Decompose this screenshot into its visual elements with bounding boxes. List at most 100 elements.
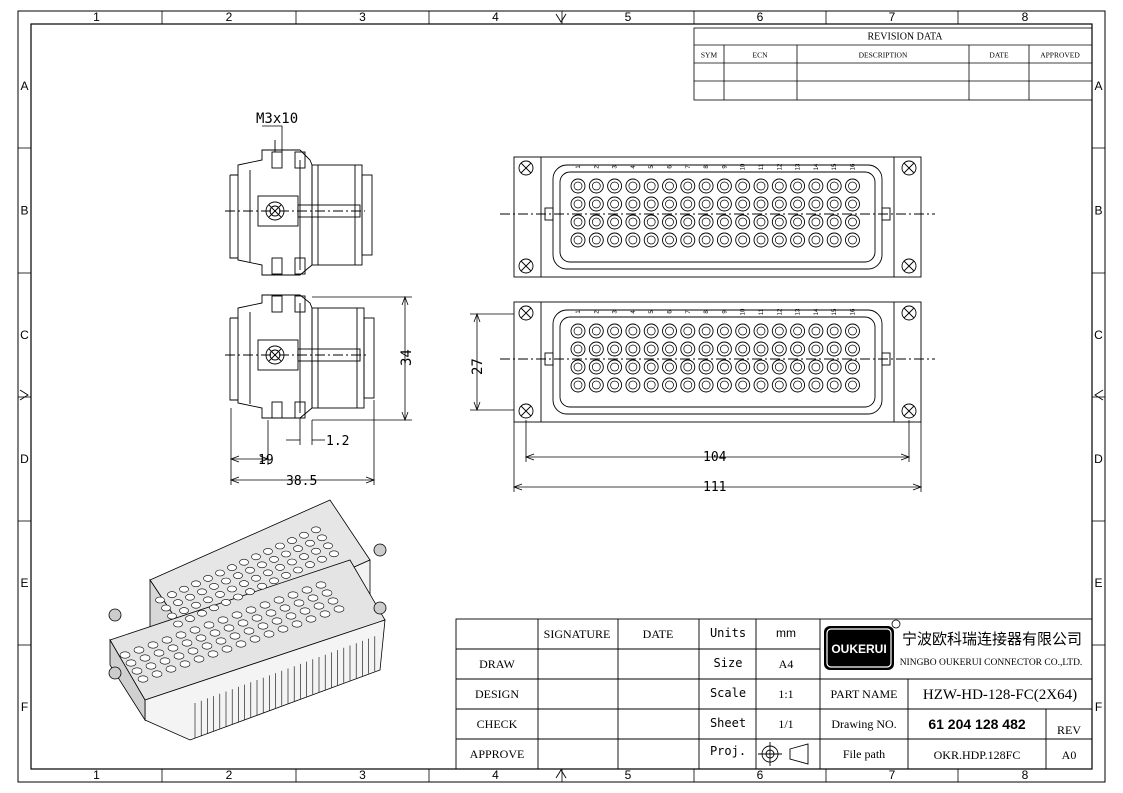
iso-contact [275, 564, 285, 571]
contact-pin [720, 235, 729, 245]
column-zone-label: 8 [1022, 10, 1029, 24]
iso-contact [131, 667, 143, 675]
iso-contact [239, 580, 249, 587]
contact-cavity [643, 178, 659, 194]
dim-depth-38-5: 38.5 [286, 474, 317, 489]
column-zone-label: 7 [889, 768, 896, 782]
pin-number: 7 [686, 310, 692, 314]
iso-contact [279, 604, 291, 612]
iso-contact [173, 620, 183, 628]
contact-pin [573, 326, 583, 336]
contact-cavity [735, 232, 751, 248]
iso-contact [173, 652, 185, 660]
drawing-no-value: 61 204 128 482 [928, 716, 1026, 732]
contact-cavity [771, 359, 787, 375]
contact-pin [756, 380, 766, 390]
contact-pin [774, 362, 784, 372]
iso-contact [193, 655, 205, 663]
contact-cavity [808, 196, 824, 212]
screw-leader [262, 125, 283, 152]
contact-pin [848, 181, 857, 191]
contact-cavity [716, 377, 732, 393]
contact-cavity [607, 178, 623, 194]
pin-number: 3 [613, 310, 619, 314]
column-zone-label: 1 [93, 10, 100, 24]
column-zone-label: 6 [757, 768, 764, 782]
contact-pin [701, 380, 711, 390]
contact-pin [793, 326, 802, 336]
iso-contact [249, 635, 261, 643]
contact-pin [848, 380, 857, 390]
pin-number: 6 [668, 310, 674, 314]
pin-number: 11 [759, 308, 765, 315]
iso-contact [257, 622, 269, 630]
contact-cavity [680, 214, 696, 230]
contact-pin [738, 344, 748, 354]
iso-contact [257, 561, 267, 569]
contact-cavity [808, 178, 824, 194]
contact-pin [774, 181, 784, 191]
iso-contact [147, 641, 159, 649]
contact-cavity [753, 232, 769, 248]
contact-pin [591, 344, 601, 354]
contact-cavity [570, 196, 586, 212]
contact-cavity [680, 323, 696, 339]
iso-contact [167, 612, 177, 620]
iso-contact [321, 589, 333, 597]
column-zone-label: 3 [359, 768, 366, 782]
iso-contact [229, 632, 241, 640]
pin-number: 8 [704, 165, 710, 169]
revision-header-sym: SYM [701, 51, 718, 60]
row-zone-label: A [20, 79, 28, 93]
contact-cavity [790, 232, 806, 248]
contact-cavity [698, 341, 714, 357]
contact-cavity [607, 214, 623, 230]
contact-cavity [625, 178, 641, 194]
row-zone-label: E [20, 576, 28, 590]
contact-cavity [735, 359, 751, 375]
contact-pin [683, 380, 693, 390]
contact-pin [774, 235, 784, 245]
column-zone-label: 8 [1022, 768, 1029, 782]
zone-marks [18, 11, 1105, 782]
contact-cavity [588, 359, 604, 375]
contact-cavity [735, 341, 751, 357]
contact-pin [793, 362, 802, 372]
contact-pin [848, 326, 857, 336]
contact-pin [610, 199, 619, 209]
iso-contact [251, 574, 261, 582]
contact-pin [738, 380, 748, 390]
contact-cavity [716, 178, 732, 194]
contact-cavity [607, 323, 623, 339]
contact-cavity [735, 214, 751, 230]
contact-cavity [680, 359, 696, 375]
contact-pin [610, 181, 619, 191]
iso-contact [203, 575, 213, 582]
contact-cavity [753, 214, 769, 230]
iso-contact [287, 591, 299, 599]
iso-contact [161, 604, 171, 612]
contact-cavity [607, 232, 623, 248]
contact-pin [829, 362, 839, 372]
contact-pin [701, 199, 711, 209]
contact-cavity [826, 232, 842, 248]
pin-number: 9 [722, 165, 728, 169]
contact-pin [756, 344, 766, 354]
contact-pin [720, 326, 729, 336]
iso-contact [187, 647, 199, 655]
iso-contact [161, 636, 173, 644]
contact-pin [628, 326, 638, 336]
contact-cavity [698, 196, 714, 212]
iso-contact [269, 577, 279, 585]
contact-cavity [662, 196, 677, 212]
contact-pin [720, 344, 729, 354]
front-dimension-lines [470, 312, 923, 492]
contact-pin [720, 217, 729, 227]
front-view-top-pins [570, 178, 860, 248]
iso-contact [201, 642, 213, 650]
side-dimension-lines [229, 295, 412, 485]
iso-contact [165, 665, 177, 673]
